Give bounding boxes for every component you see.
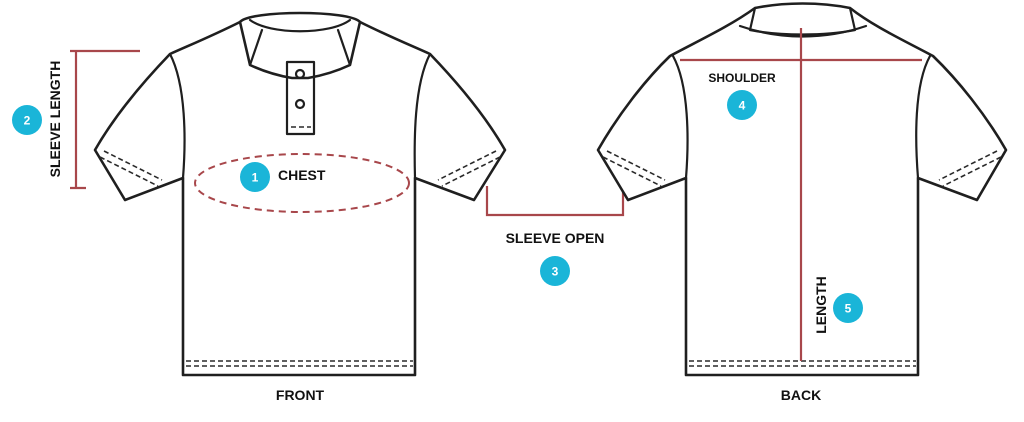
length-badge: [833, 293, 863, 323]
button-bottom-icon: [294, 98, 306, 110]
length-label: LENGTH: [813, 276, 829, 334]
length-badge-number: 5: [845, 302, 852, 316]
sleeve-length-badge-number: 2: [24, 114, 31, 128]
sleeve-open-bracket: [485, 186, 625, 217]
chest-measure-ellipse: [194, 153, 410, 213]
front-shirt: 1 CHEST: [93, 11, 507, 377]
front-collar: [238, 11, 362, 80]
sleeve-length-badge: [12, 105, 42, 135]
sleeve-open-badge-number: 3: [552, 265, 559, 279]
front-placket: [285, 60, 316, 136]
shoulder-badge: [727, 90, 757, 120]
sleeve-length-label: SLEEVE LENGTH: [47, 61, 63, 178]
button-top-icon: [294, 68, 306, 80]
sleeve-length-measure: SLEEVE LENGTH 2: [12, 49, 140, 190]
front-caption: FRONT: [276, 387, 325, 403]
sleeve-open-badge: [540, 256, 570, 286]
sleeve-length-bracket: [70, 49, 140, 190]
shoulder-label: SHOULDER: [708, 71, 776, 85]
shoulder-badge-number: 4: [739, 99, 746, 113]
sleeve-open-measure: SLEEVE OPEN 3: [485, 186, 625, 286]
back-caption: BACK: [781, 387, 821, 403]
chest-label: CHEST: [278, 167, 326, 183]
front-shirt-outline: [93, 20, 507, 377]
chest-badge-number: 1: [252, 171, 259, 185]
sleeve-open-label: SLEEVE OPEN: [506, 230, 605, 246]
back-shirt: SHOULDER 4 LENGTH 5: [596, 2, 1008, 377]
chest-badge: [240, 162, 270, 192]
